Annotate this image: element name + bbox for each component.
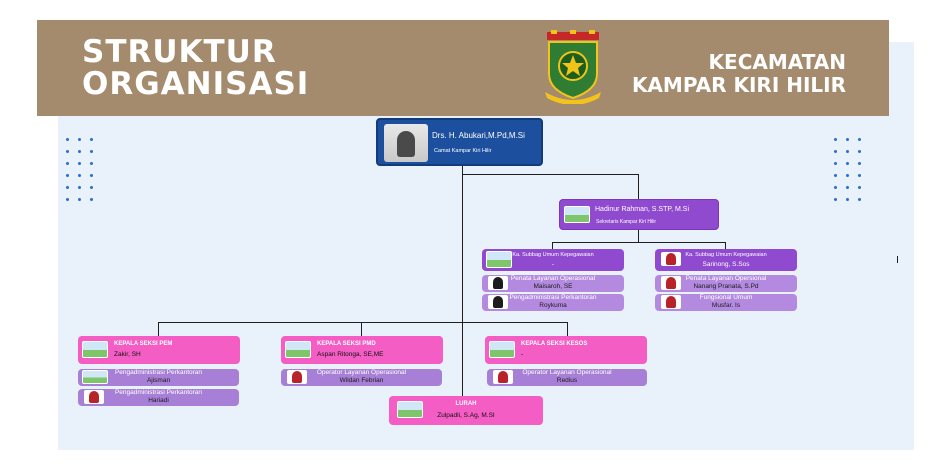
page-title: STRUKTUR ORGANISASI — [82, 36, 309, 100]
connector-to-sekretaris — [462, 174, 639, 175]
subbag-left-name: - — [551, 261, 555, 268]
staff-name: Nanang Pranata, S.Pd — [693, 283, 759, 290]
staff-card: Operator Layanan Operasional Redius — [487, 369, 647, 386]
staff-name: Wildan Febrian — [339, 377, 384, 384]
subbag-left-role: Ka. Subbag Umum Kepegawaian — [512, 252, 594, 258]
lurah-card: LURAH Zulpadli, S.Ag, M.SI — [389, 396, 543, 425]
photo-placeholder-icon — [82, 370, 108, 384]
staff-photo-icon — [488, 295, 508, 309]
title-line-2: ORGANISASI — [82, 66, 310, 102]
staff-photo-icon — [287, 370, 307, 384]
subbag-right-photo-icon — [661, 252, 681, 266]
staff-name: Hariadi — [148, 397, 169, 404]
subbag-left-card: Ka. Subbag Umum Kepegawaian - — [482, 249, 624, 271]
staff-name: Musfar. Is — [711, 302, 741, 309]
staff-role: Operator Layanan Operasional — [316, 369, 407, 376]
lurah-name: Zulpadli, S.Ag, M.SI — [437, 412, 495, 419]
photo-placeholder-icon — [82, 341, 108, 358]
photo-placeholder-icon — [564, 206, 590, 223]
staff-photo-icon — [84, 390, 104, 404]
sekretaris-role: Sekretaris Kampar Kiri Hilir — [596, 219, 657, 225]
photo-placeholder-icon — [489, 341, 515, 358]
seksi-pmd-name: Aspan Ritonga, SE,ME — [317, 351, 384, 358]
seksi-kesos-name: - — [521, 351, 524, 358]
header-banner — [37, 20, 889, 116]
connector-subbag-horizontal — [552, 242, 725, 243]
staff-role: Penata Layanan Operasional — [510, 275, 596, 282]
camat-name: Drs. H. Abukari,M.Pd,M.Si — [432, 131, 525, 140]
connector-subbag-left — [552, 242, 553, 249]
staff-card: Penata Layanan Opersional Nanang Pranata… — [655, 275, 797, 292]
photo-placeholder-icon — [397, 401, 423, 418]
staff-card: Pengadministrasi Perkantoran Roykuma — [482, 294, 624, 311]
edge-tick-mark — [897, 256, 898, 263]
subbag-right-card: Ka. Subbag Umum Kepegawaian Sarinong, S.… — [655, 249, 797, 271]
staff-role: Pengadministrasi Perkantoran — [509, 294, 597, 301]
staff-name: Ajisman — [146, 377, 171, 384]
region-line-2: KAMPAR KIRI HILIR — [631, 73, 846, 97]
photo-placeholder-icon — [285, 341, 311, 358]
staff-photo-icon — [488, 276, 508, 290]
connector-seksi-horizontal — [158, 322, 568, 323]
staff-role: Operator Layanan Operasional — [522, 369, 612, 376]
camat-role: Camat Kampar Kiri Hilir — [434, 148, 492, 154]
district-name: KECAMATAN KAMPAR KIRI HILIR — [632, 51, 846, 97]
staff-photo-icon — [493, 370, 513, 384]
region-line-1: KECAMATAN — [708, 50, 846, 74]
staff-role: Pengadministrasi Perkantoran — [114, 389, 203, 396]
seksi-pmd-title: KEPALA SEKSI PMD — [317, 341, 376, 347]
staff-card: Fungsional Umum Musfar. Is — [655, 294, 797, 311]
staff-role: Pengadministrasi Perkantoran — [114, 369, 203, 376]
dots-decoration-right — [834, 138, 862, 204]
subbag-right-role: Ka. Subbag Umum Kepegawaian — [685, 252, 767, 258]
connector-seksi-kesos — [567, 322, 568, 336]
staff-card: Operator Layanan Operasional Wildan Febr… — [281, 369, 442, 386]
title-line-1: STRUKTUR — [82, 34, 277, 70]
seksi-pem-name: Zakir, SH — [114, 351, 141, 358]
staff-photo-icon — [661, 276, 681, 290]
dots-decoration-left — [66, 138, 94, 204]
connector-sekretaris-drop — [638, 174, 639, 199]
connector-sekretaris-down — [638, 230, 639, 242]
seksi-kesos-title: KEPALA SEKSI KESOS — [521, 341, 588, 347]
kampar-emblem-logo — [545, 30, 601, 104]
lurah-title: LURAH — [455, 401, 477, 407]
camat-photo — [384, 124, 428, 162]
subbag-right-name: Sarinong, S.Sos — [702, 261, 750, 268]
camat-card: Drs. H. Abukari,M.Pd,M.Si Camat Kampar K… — [376, 118, 543, 166]
photo-placeholder-icon — [486, 251, 512, 268]
staff-role: Penata Layanan Opersional — [685, 275, 767, 282]
staff-role: Fungsional Umum — [699, 294, 753, 301]
staff-name: Redius — [556, 377, 578, 384]
staff-name: Maisaroh, SE — [533, 283, 573, 290]
connector-main-vertical — [462, 166, 463, 396]
seksi-pem-card: KEPALA SEKSI PEM Zakir, SH — [78, 336, 240, 364]
connector-subbag-right — [725, 242, 726, 249]
seksi-kesos-card: KEPALA SEKSI KESOS - — [485, 336, 647, 364]
connector-seksi-pem — [158, 322, 159, 336]
staff-name: Roykuma — [539, 302, 567, 309]
staff-card: Penata Layanan Operasional Maisaroh, SE — [482, 275, 624, 292]
sekretaris-card: Hadinur Rahman, S.STP, M.Si Sekretaris K… — [559, 199, 719, 230]
seksi-pem-title: KEPALA SEKSI PEM — [114, 341, 173, 347]
connector-seksi-pmd — [361, 322, 362, 336]
staff-photo-icon — [661, 295, 681, 309]
staff-card: Pengadministrasi Perkantoran Hariadi — [78, 389, 239, 406]
seksi-pmd-card: KEPALA SEKSI PMD Aspan Ritonga, SE,ME — [281, 336, 443, 364]
staff-card: Pengadministrasi Perkantoran Ajisman — [78, 369, 239, 386]
sekretaris-name: Hadinur Rahman, S.STP, M.Si — [595, 206, 690, 213]
